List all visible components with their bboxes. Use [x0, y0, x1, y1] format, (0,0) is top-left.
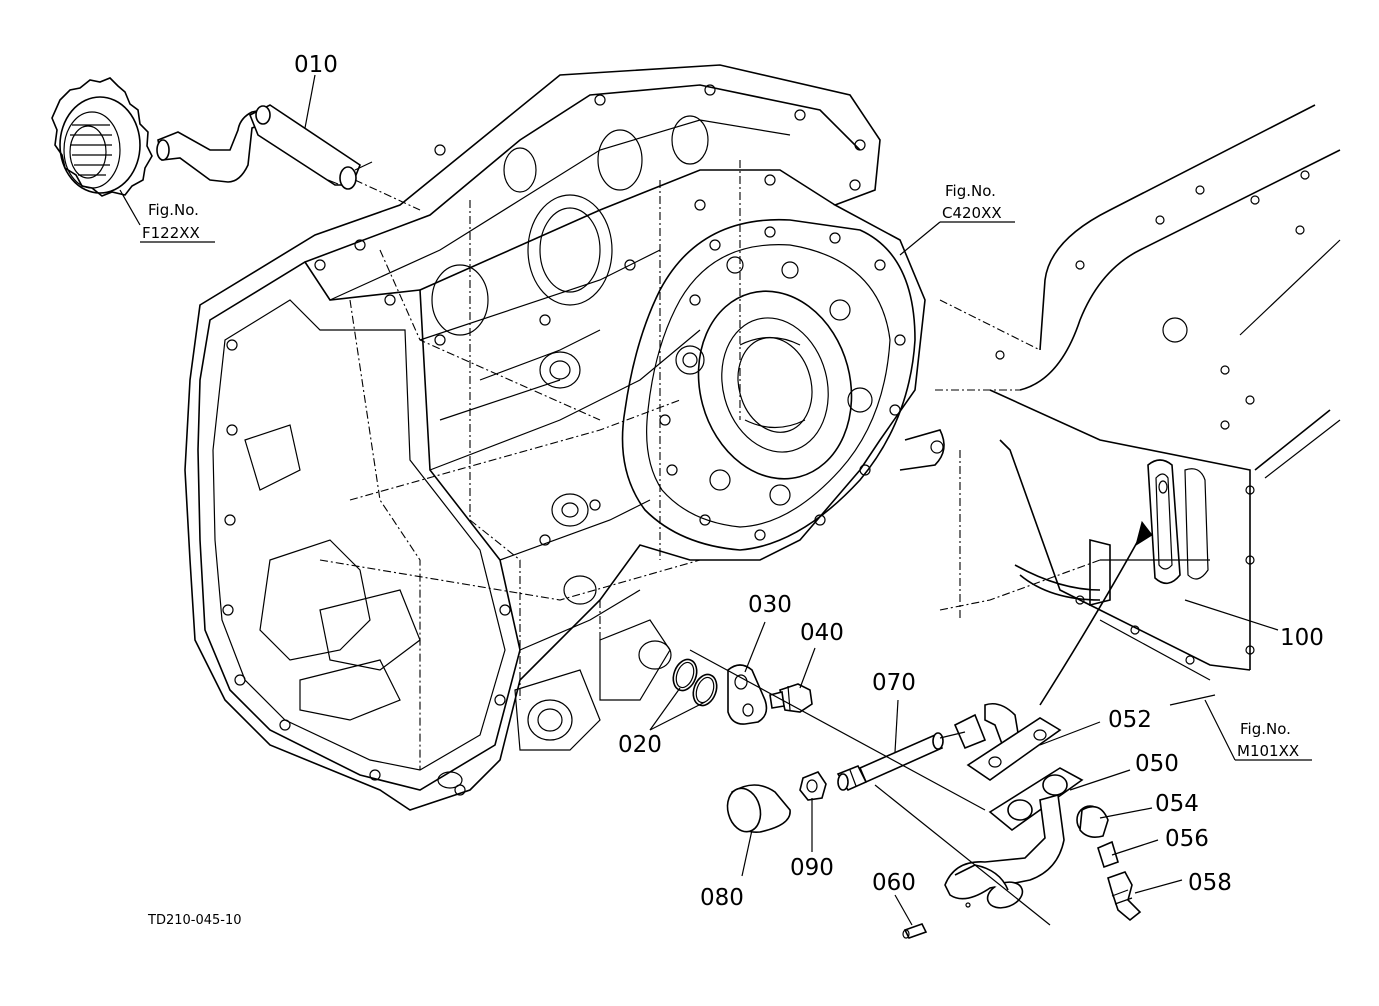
figure-references: Fig.No. F122XX Fig.No. C420XX Fig.No. M1… [142, 182, 1299, 760]
label-100: 100 [1280, 625, 1324, 651]
label-054: 054 [1155, 791, 1199, 817]
fitting-052-050 [953, 702, 1084, 832]
bolt-040 [769, 683, 813, 713]
drawing-code: TD210-045-10 [147, 913, 242, 928]
pipe-070 [836, 732, 944, 792]
label-052: 052 [1108, 707, 1152, 733]
o-rings [672, 658, 718, 707]
fig-ref-c420xx-heading: Fig.No. [945, 182, 996, 200]
fig-ref-f122xx-heading: Fig.No. [148, 201, 199, 219]
fig-ref-f122xx-code: F122XX [142, 224, 200, 242]
label-010: 010 [294, 52, 338, 78]
fittings-054-056-058 [1076, 805, 1142, 922]
label-030: 030 [748, 592, 792, 618]
label-040: 040 [800, 620, 844, 646]
label-070: 070 [872, 670, 916, 696]
cap-080 [726, 784, 791, 834]
gear [51, 77, 153, 197]
transmission-housing [184, 64, 926, 811]
fig-ref-m101xx-heading: Fig.No. [1240, 720, 1291, 738]
fig-ref-m101xx-code: M101XX [1237, 742, 1299, 760]
label-080: 080 [700, 885, 744, 911]
label-020: 020 [618, 732, 662, 758]
part-labels: 010 020 030 040 050 052 054 056 058 060 … [294, 52, 1324, 911]
label-090: 090 [790, 855, 834, 881]
fender-panel [935, 104, 1341, 681]
label-050: 050 [1135, 751, 1179, 777]
label-060: 060 [872, 870, 916, 896]
fig-ref-c420xx-code: C420XX [942, 204, 1002, 222]
housing-bolt-holes [222, 84, 866, 796]
level-gauge [1147, 459, 1209, 585]
shift-shaft [156, 104, 421, 211]
nut-090 [799, 771, 827, 801]
pipe-060 [902, 793, 1065, 939]
label-056: 056 [1165, 826, 1209, 852]
leader-lines [119, 74, 1312, 926]
plate-030 [727, 664, 768, 725]
clutch-flange [621, 218, 945, 551]
label-058: 058 [1188, 870, 1232, 896]
